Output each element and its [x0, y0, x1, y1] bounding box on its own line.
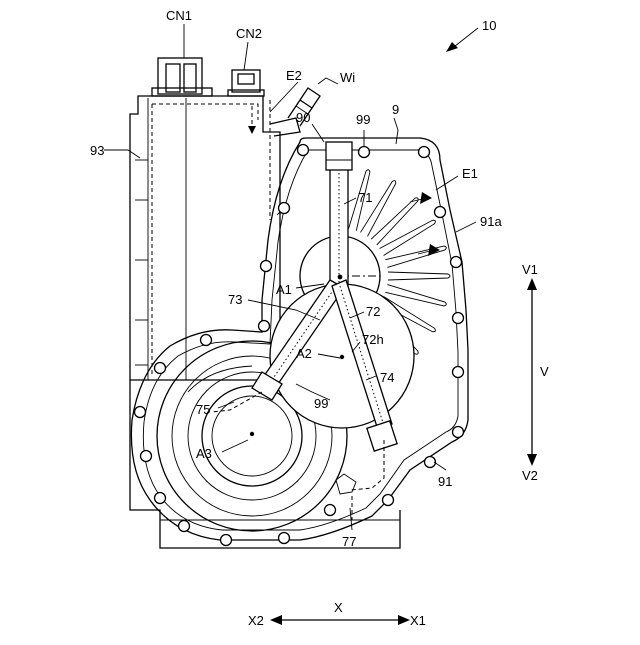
label-90: 90	[296, 110, 310, 125]
label-99-top: 99	[356, 112, 370, 127]
label-wi: Wi	[340, 70, 355, 85]
label-9: 9	[392, 102, 399, 117]
label-75: 75	[196, 402, 210, 417]
label-77: 77	[342, 534, 356, 549]
bolt-hole	[155, 363, 166, 374]
label-e2: E2	[286, 68, 302, 83]
direction-indicator-v	[527, 278, 537, 466]
bolt-hole	[135, 407, 146, 418]
rib	[385, 285, 446, 306]
bolt-hole	[261, 261, 272, 272]
label-a3: A3	[196, 446, 212, 461]
bolt-hole	[425, 457, 436, 468]
direction-indicator-x	[270, 615, 410, 625]
label-e1: E1	[462, 166, 478, 181]
label-cn2: CN2	[236, 26, 262, 41]
label-10: 10	[482, 18, 496, 33]
label-a2: A2	[296, 346, 312, 361]
bolt-hole	[325, 505, 336, 516]
label-93: 93	[90, 143, 104, 158]
label-91: 91	[438, 474, 452, 489]
label-x1: X1	[410, 613, 426, 628]
connector-cn1	[152, 58, 212, 96]
label-72h: 72h	[362, 332, 384, 347]
bolt-hole	[298, 145, 309, 156]
label-71: 71	[358, 190, 372, 205]
label-a1: A1	[276, 282, 292, 297]
label-v2: V2	[522, 468, 538, 483]
label-v: V	[540, 364, 549, 379]
bolt-hole	[383, 495, 394, 506]
label-x: X	[334, 600, 343, 615]
label-72: 72	[366, 304, 380, 319]
bolt-hole	[453, 367, 464, 378]
bolt-hole	[453, 427, 464, 438]
rib	[388, 272, 450, 280]
bolt-hole	[155, 493, 166, 504]
bolt-hole	[359, 147, 370, 158]
axis-a1-point	[338, 275, 343, 280]
bolt-hole	[435, 207, 446, 218]
bolt-hole	[451, 257, 462, 268]
label-v1: V1	[522, 262, 538, 277]
bolt-hole	[179, 521, 190, 532]
bolt-hole	[419, 147, 430, 158]
label-cn1: CN1	[166, 8, 192, 23]
bolt-hole	[141, 451, 152, 462]
bolt-hole	[279, 533, 290, 544]
label-91a: 91a	[480, 214, 502, 229]
connector-cn2	[228, 70, 264, 96]
breather-pipe	[270, 88, 320, 136]
bolt-hole	[201, 335, 212, 346]
label-x2: X2	[248, 613, 264, 628]
label-73: 73	[228, 292, 242, 307]
bolt-hole	[453, 313, 464, 324]
bolt-hole	[221, 535, 232, 546]
label-99-mid: 99	[314, 396, 328, 411]
oil-pipe-vertical-71	[326, 142, 352, 285]
bolt-hole	[259, 321, 270, 332]
label-74: 74	[380, 370, 394, 385]
bolt-hole	[279, 203, 290, 214]
